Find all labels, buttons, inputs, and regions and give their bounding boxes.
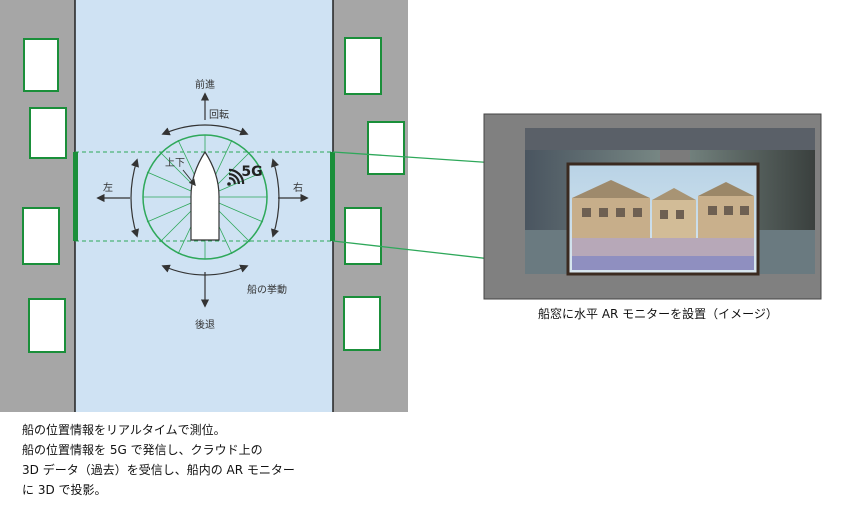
canal-map: 前進 回転 上下 5G 左 右 船の挙動 後退	[0, 0, 408, 412]
left-ar-monitor-bar	[73, 152, 78, 241]
ar-monitor-image	[483, 113, 822, 300]
label-right: 右	[293, 181, 303, 194]
detection-band	[73, 151, 335, 242]
description-block: 船の位置情報をリアルタイムで測位。 船の位置情報を 5G で発信し、クラウド上の…	[22, 422, 295, 497]
rotate-arrow	[161, 124, 249, 136]
building-window	[344, 37, 382, 95]
boat-icon	[190, 150, 220, 241]
label-updown: 上下	[165, 157, 185, 169]
signal-icon	[227, 168, 245, 186]
description-line: 船の位置情報を 5G で発信し、クラウド上の	[22, 442, 263, 457]
motion-compass	[142, 134, 268, 260]
description-line: 3D データ（過去）を受信し、船内の AR モニター	[22, 462, 295, 477]
description-line: 船の位置情報をリアルタイムで測位。	[22, 422, 226, 437]
building-window	[23, 38, 59, 92]
label-forward: 前進	[195, 78, 215, 91]
building-window	[367, 121, 405, 175]
description-line: に 3D で投影。	[22, 482, 107, 497]
building-window	[22, 207, 60, 265]
left-sway-arrow	[130, 158, 139, 238]
building-window	[343, 296, 381, 351]
right-sway-arrow	[271, 158, 280, 238]
bank-buildings	[22, 37, 405, 353]
lower-rotate-arrow	[161, 264, 249, 276]
building-window	[29, 107, 67, 159]
building-window	[344, 207, 382, 265]
label-5g: 5G	[241, 164, 262, 180]
label-motion: 船の挙動	[247, 283, 287, 296]
label-left: 左	[103, 181, 113, 194]
label-backward: 後退	[195, 318, 215, 331]
rendered-buildings	[572, 180, 754, 238]
right-ar-monitor-bar	[330, 152, 335, 241]
ar-caption: 船窓に水平 AR モニターを設置（イメージ）	[538, 306, 778, 321]
label-rotate: 回転	[209, 109, 229, 121]
building-window	[28, 298, 66, 353]
motion-arrows	[96, 92, 309, 308]
